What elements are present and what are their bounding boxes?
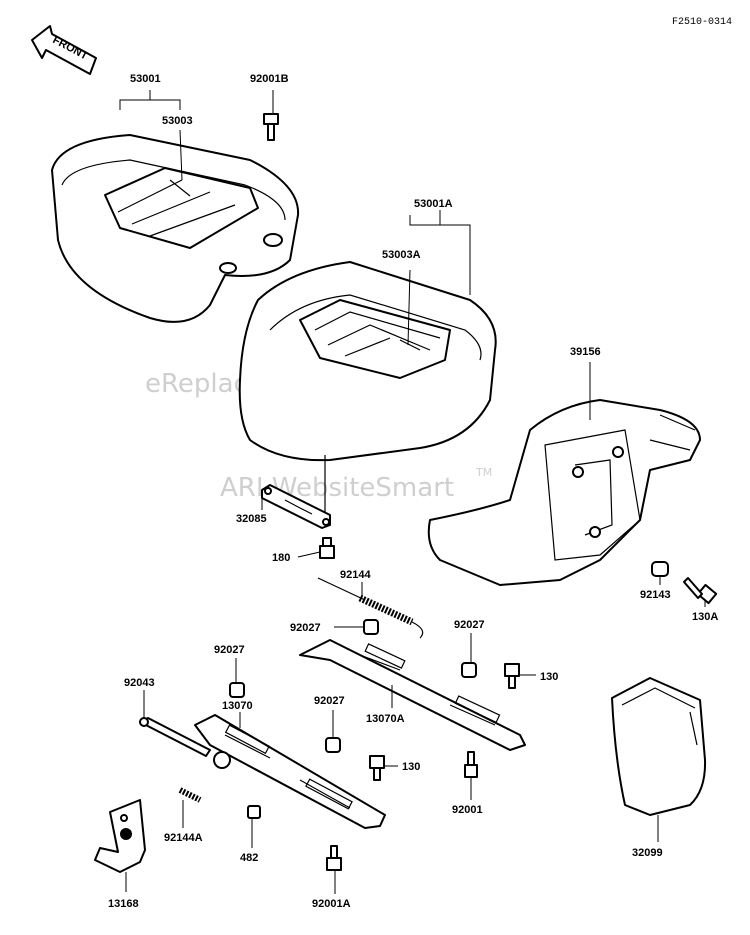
label-92043: 92043 <box>124 677 155 689</box>
carrier-39156 <box>427 399 701 586</box>
front-arrow-icon: FRONT <box>31 25 97 75</box>
label-13168: 13168 <box>108 898 139 910</box>
rear-seat-53001 <box>51 134 300 323</box>
label-92143: 92143 <box>640 589 671 601</box>
leader-lines <box>119 90 706 894</box>
collar-92027-d <box>325 737 341 753</box>
part-labels: 53001 53003 92001B 53001A 53003A 39156 3… <box>108 73 718 910</box>
watermark-ari: ARI WebsiteSmart <box>220 473 454 503</box>
front-seat-53001A <box>238 261 497 520</box>
label-92144A: 92144A <box>164 832 203 844</box>
label-32099: 32099 <box>632 847 663 859</box>
collar-92027-a <box>363 619 379 635</box>
label-53001A: 53001A <box>414 198 453 210</box>
bracket-13070 <box>194 714 386 829</box>
bolt-130-upper <box>504 663 520 689</box>
bracket-13070A <box>299 639 526 751</box>
label-92027-c: 92027 <box>214 644 245 656</box>
spring-92144 <box>317 577 424 639</box>
bolt-92001A <box>326 845 342 871</box>
watermark-tm: TM <box>475 466 492 479</box>
label-53001: 53001 <box>130 73 161 85</box>
label-32085: 32085 <box>236 513 267 525</box>
label-92001B: 92001B <box>250 73 289 85</box>
figure-id: F2510-0314 <box>672 17 732 28</box>
spring-92144A <box>178 787 202 803</box>
label-13070: 13070 <box>222 700 253 712</box>
label-130-lower: 130 <box>402 761 420 773</box>
nut-482 <box>247 805 261 819</box>
label-53003: 53003 <box>162 115 193 127</box>
label-130A: 130A <box>692 611 718 623</box>
bolt-130-lower <box>369 755 385 781</box>
label-92001: 92001 <box>452 804 483 816</box>
bolt-92001B <box>263 113 279 141</box>
label-92027-b: 92027 <box>454 619 485 631</box>
bolt-180 <box>319 537 335 559</box>
bracket-13168 <box>94 799 146 873</box>
collar-92143 <box>651 561 669 577</box>
toolcase-32099 <box>611 677 707 816</box>
collar-92027-b <box>461 662 477 678</box>
label-92027-d: 92027 <box>314 695 345 707</box>
collar-92027-c <box>229 682 245 698</box>
label-53003A: 53003A <box>382 249 421 261</box>
bolt-130A <box>683 577 718 605</box>
bolt-92001 <box>464 751 478 778</box>
label-180: 180 <box>272 552 290 564</box>
label-482: 482 <box>240 852 258 864</box>
label-39156: 39156 <box>570 346 601 358</box>
label-130-upper: 130 <box>540 671 558 683</box>
label-92001A: 92001A <box>312 898 351 910</box>
label-13070A: 13070A <box>366 713 405 725</box>
label-92027-a: 92027 <box>290 622 321 634</box>
label-92144: 92144 <box>340 569 371 581</box>
